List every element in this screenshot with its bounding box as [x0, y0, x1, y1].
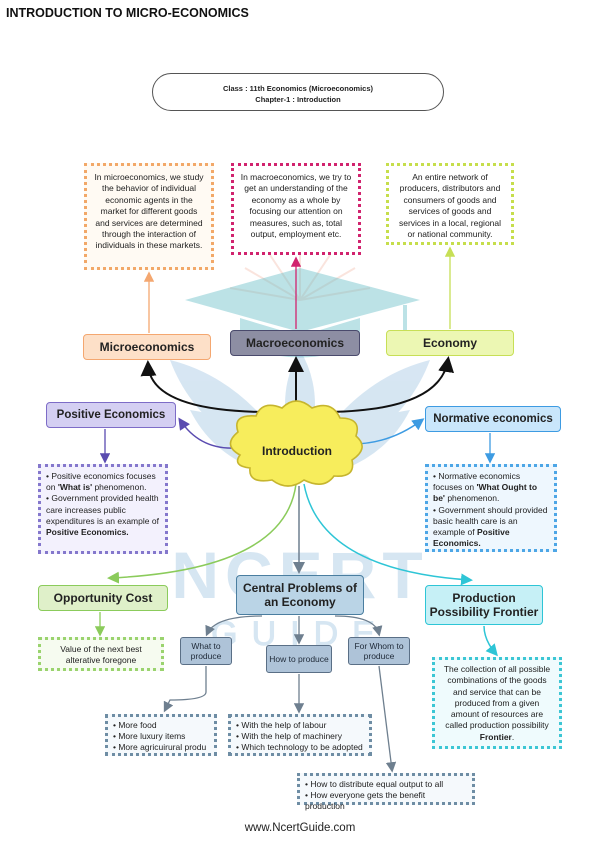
arrow-intro-micro [140, 360, 263, 413]
arrow-intro-ppf [303, 483, 473, 586]
node-macroeconomics: Macroeconomics [230, 330, 360, 356]
node-production-possibility-frontier: Production Possibility Frontier [425, 585, 543, 625]
arrow-central-whom [334, 615, 383, 637]
normative-bullet-2: • Government should provided basic healt… [433, 504, 548, 549]
class-info-pill: Class : 11th Economics (Microeconomics) … [152, 73, 444, 111]
normative-bullet-1: • Normative economics focuses on 'What O… [433, 471, 538, 504]
node-positive-economics: Positive Economics [46, 402, 176, 428]
ppf-definition-box: The collection of all possible combinati… [432, 657, 562, 749]
what-to-produce-list: • More food • More luxury items • More a… [105, 714, 217, 756]
class-label: Class : 11th Economics (Microeconomics) [222, 84, 374, 93]
positive-bullet-2: • Government provided health care increa… [46, 493, 159, 538]
page-title: INTRODUCTION TO MICRO-ECONOMICS [6, 6, 249, 20]
node-central-problems: Central Problems of an Economy [236, 575, 364, 615]
introduction-label: Introduction [262, 444, 332, 458]
list-item: • More luxury items [113, 730, 186, 741]
node-economy: Economy [386, 330, 514, 356]
macro-definition-box: In macroeconomics, we try to get an unde… [231, 163, 361, 255]
list-item: • How everyone gets the benefit producti… [305, 789, 426, 811]
positive-bullet-1: • Positive economics focuses on 'What is… [46, 471, 156, 493]
list-item: • Which technology to be adopted [236, 741, 363, 752]
node-microeconomics: Microeconomics [83, 334, 211, 360]
node-what-to-produce: What to produce [180, 637, 232, 665]
introduction-cloud [229, 400, 363, 487]
node-normative-economics: Normative economics [425, 406, 561, 432]
list-item: • With the help of labour [236, 720, 327, 730]
micro-definition-box: In microeconomics, we study the behavior… [84, 163, 214, 270]
arrow-intro-economy [329, 356, 454, 413]
node-opportunity-cost: Opportunity Cost [38, 585, 168, 611]
opportunity-cost-box: Value of the next best alterative forego… [38, 637, 164, 671]
chapter-label: Chapter-1 : Introduction [255, 95, 341, 104]
node-for-whom-to-produce: For Whom to produce [348, 637, 410, 665]
list-item: • More agricuirural produ [113, 741, 207, 752]
normative-economics-box: • Normative economics focuses on 'What O… [425, 464, 557, 552]
list-item: • How to distribute equal output to all [305, 779, 444, 789]
watermark-sunburst [229, 250, 371, 301]
list-item: • More food [113, 720, 157, 730]
positive-economics-box: • Positive economics focuses on 'What is… [38, 464, 168, 554]
node-how-to-produce: How to produce [266, 645, 332, 673]
how-to-produce-list: • With the help of labour • With the hel… [228, 714, 372, 756]
arrow-what-list [163, 666, 207, 713]
economy-definition-box: An entire network of producers, distribu… [386, 163, 514, 245]
arrow-intro-positive [178, 417, 237, 449]
list-item: • With the help of machinery [236, 730, 342, 741]
footer-url[interactable]: www.NcertGuide.com [244, 822, 356, 834]
arrow-whom-list [378, 665, 397, 773]
arrow-ppf-box [483, 625, 498, 657]
arrow-central-what [205, 615, 263, 637]
arrow-intro-opportunity [107, 483, 297, 584]
for-whom-list: • How to distribute equal output to all … [297, 773, 475, 811]
